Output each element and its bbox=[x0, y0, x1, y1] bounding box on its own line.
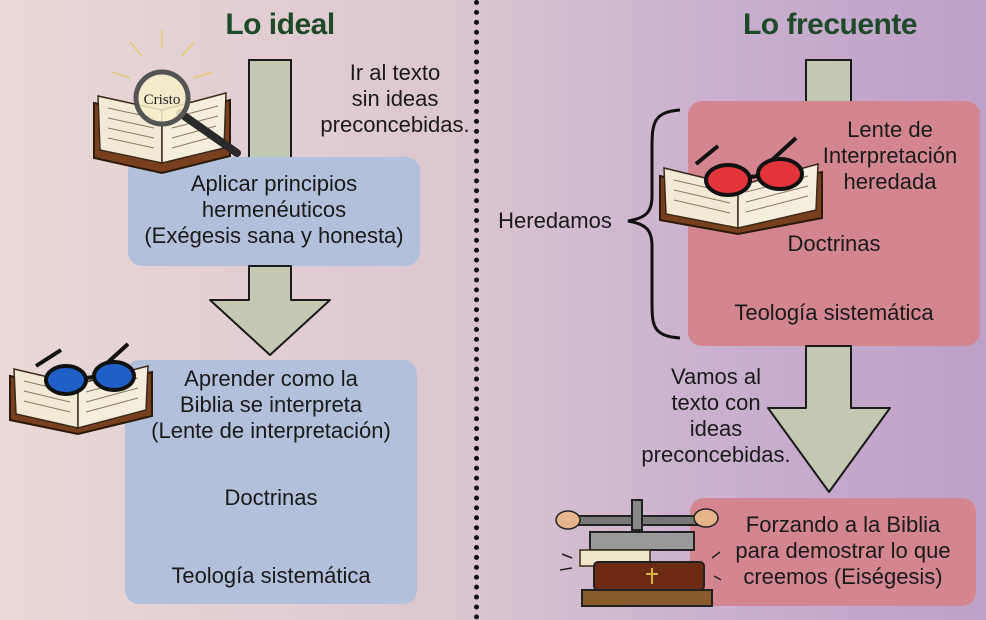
right-box1-teologia: Teología sistemática bbox=[734, 300, 934, 325]
right-note-line-1: Vamos al bbox=[670, 364, 762, 389]
left-box2-line-3: (Lente de interpretación) bbox=[151, 418, 391, 443]
left-box1-line-1: Aplicar principios bbox=[190, 171, 358, 196]
center-divider bbox=[474, 0, 479, 620]
right-note: Vamos al texto con ideas preconcebidas. bbox=[626, 364, 806, 468]
left-note-line-1: Ir al texto bbox=[349, 60, 441, 85]
right-box-inherited-lens: Lente de Interpretación heredada Doctrin… bbox=[688, 101, 980, 346]
left-box1-line-2: hermenéuticos bbox=[201, 197, 347, 222]
left-box2-line-2: Biblia se interpreta bbox=[179, 392, 363, 417]
left-box2-doctrinas: Doctrinas bbox=[224, 485, 318, 510]
right-note-line-2: texto con bbox=[671, 390, 761, 415]
svg-text:Cristo: Cristo bbox=[144, 92, 181, 108]
bible-red-glasses-icon bbox=[659, 136, 823, 236]
bible-press-icon bbox=[555, 499, 722, 607]
left-box1-line-3: (Exégesis sana y honesta) bbox=[144, 223, 404, 248]
right-note-line-3: ideas bbox=[689, 416, 743, 441]
bible-magnifier-icon: Cristo bbox=[93, 30, 241, 175]
right-box1-line-3: heredada bbox=[843, 169, 937, 194]
left-box2-teologia: Teología sistemática bbox=[171, 563, 371, 588]
right-box1-line-2: Interpretación bbox=[822, 143, 958, 168]
right-box1-doctrinas: Doctrinas bbox=[787, 231, 881, 256]
right-note-line-4: preconcebidas. bbox=[641, 442, 791, 467]
left-note-line-2: sin ideas bbox=[351, 86, 439, 111]
left-box-hermeneutics: Aplicar principios hermenéuticos (Exéges… bbox=[128, 157, 420, 266]
left-title: Lo ideal bbox=[225, 8, 335, 41]
right-box-eisegesis: Forzando a la Biblia para demostrar lo q… bbox=[690, 498, 976, 606]
left-box-interpretation: Aprender como la Biblia se interpreta (L… bbox=[125, 360, 417, 604]
right-box1-line-1: Lente de bbox=[847, 117, 933, 142]
left-box2-line-1: Aprender como la bbox=[184, 366, 358, 391]
right-box2-line-2: para demostrar lo que bbox=[735, 538, 951, 563]
right-box2-line-3: creemos (Eiségesis) bbox=[743, 564, 943, 589]
left-note: Ir al texto sin ideas preconcebidas. bbox=[300, 60, 490, 138]
right-title: Lo frecuente bbox=[742, 8, 918, 41]
inherit-label: Heredamos bbox=[498, 208, 612, 233]
right-box2-line-1: Forzando a la Biblia bbox=[745, 512, 941, 537]
left-note-line-3: preconcebidas. bbox=[320, 112, 470, 137]
bible-blue-glasses-icon bbox=[9, 342, 153, 436]
